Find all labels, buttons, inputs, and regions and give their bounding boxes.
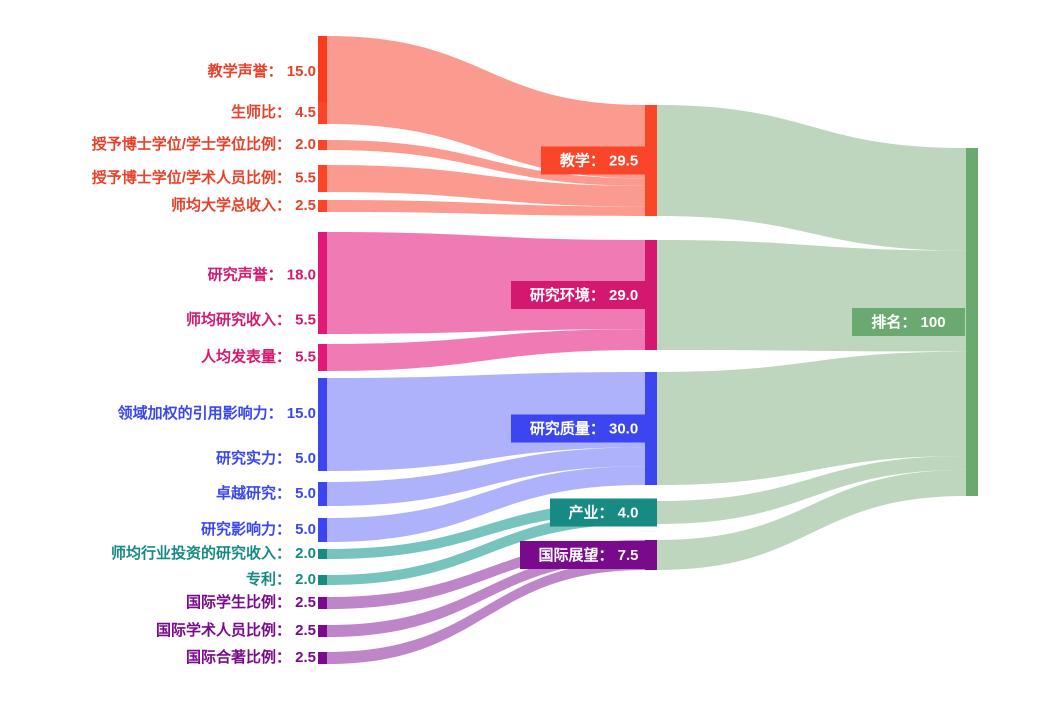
sankey-node-n2[interactable] — [318, 140, 327, 150]
sankey-link-n13-to-m3[interactable] — [327, 512, 645, 586]
sankey-link-m3-to-r0[interactable] — [657, 455, 966, 524]
final-node-label-box — [852, 308, 965, 336]
sankey-node-n9[interactable] — [318, 447, 327, 471]
sankey-node-n7[interactable] — [318, 344, 327, 371]
leaf-node-label-n5: 研究声誉： 18.0 — [208, 265, 316, 283]
sankey-link-m2-to-r0[interactable] — [657, 351, 966, 485]
leaf-node-label-n13: 专利： 2.0 — [246, 570, 316, 588]
stage-node-label-group-m2: 研究质量： 30.0 — [511, 414, 657, 443]
final-node-label-group: 排名： 100 — [852, 308, 965, 336]
sankey-node-n15[interactable] — [318, 625, 327, 637]
leaf-node-label-n7: 人均发表量： 5.5 — [201, 347, 316, 365]
sankey-node-n10[interactable] — [318, 482, 327, 506]
sankey-link-n7-to-m1[interactable] — [327, 329, 645, 371]
sankey-link-n3-to-m0[interactable] — [327, 165, 645, 207]
sankey-node-n5[interactable] — [318, 232, 327, 319]
stage-node-label-group-m0: 教学： 29.5 — [541, 146, 657, 175]
leaf-node-label-n15: 国际学术人员比例： 2.5 — [156, 621, 316, 639]
stage-node-label-m0: 教学： 29.5 — [559, 151, 638, 169]
leaf-node-label-n11: 研究影响力： 5.0 — [201, 520, 316, 538]
sankey-node-n16[interactable] — [318, 652, 327, 664]
leaf-node-label-n6: 师均研究收入： 5.5 — [186, 310, 316, 328]
stage-node-label-m2: 研究质量： 30.0 — [530, 419, 638, 437]
leaf-node-label-n0: 教学声誉： 15.0 — [207, 62, 316, 80]
sankey-link-n4-to-m0[interactable] — [327, 200, 645, 216]
sankey-link-n6-to-m1[interactable] — [327, 307, 645, 334]
sankey-node-n12[interactable] — [318, 549, 327, 559]
leaf-node-label-n1: 生师比： 4.5 — [231, 103, 316, 121]
stage-node-label-box-m3 — [550, 498, 657, 527]
stage-node-label-box-m1 — [511, 281, 657, 309]
sankey-node-n0[interactable] — [318, 36, 327, 108]
leaf-node-label-n4: 师均大学总收入： 2.5 — [171, 196, 316, 214]
sankey-node-n3[interactable] — [318, 165, 327, 192]
leaf-node-label-n12: 师均行业投资的研究收入： 2.0 — [111, 544, 316, 562]
sankey-link-n10-to-m2[interactable] — [327, 447, 645, 506]
stage-node-label-m4: 国际展望： 7.5 — [538, 546, 638, 564]
leaf-node-label-n16: 国际合著比例： 2.5 — [186, 648, 316, 666]
leaf-node-label-n14: 国际学生比例： 2.5 — [186, 593, 316, 611]
sankey-node-r0[interactable] — [966, 148, 978, 496]
sankey-node-n8[interactable] — [318, 378, 327, 450]
sankey-node-n13[interactable] — [318, 575, 327, 585]
leaf-node-label-n10: 卓越研究： 5.0 — [216, 484, 316, 502]
leaf-node-label-n9: 研究实力： 5.0 — [216, 449, 316, 467]
sankey-node-n4[interactable] — [318, 200, 327, 212]
sankey-link-n15-to-m4[interactable] — [327, 550, 645, 637]
sankey-link-m4-to-r0[interactable] — [657, 469, 966, 570]
stage-node-label-m3: 产业： 4.0 — [568, 503, 638, 521]
sankey-link-n16-to-m4[interactable] — [327, 560, 645, 664]
stage-node-label-box-m0 — [541, 146, 657, 175]
sankey-link-m0-to-r0[interactable] — [657, 105, 966, 251]
stage-node-label-group-m3: 产业： 4.0 — [550, 498, 657, 527]
stage-node-label-box-m2 — [511, 414, 657, 443]
sankey-labels-layer: 教学声誉： 15.0 生师比： 4.5 授予博士学位/学士学位比例： 2.0 授予博士… — [92, 62, 965, 666]
final-node-label: 排名： 100 — [871, 313, 945, 331]
sankey-node-n11[interactable] — [318, 518, 327, 542]
stage-node-label-group-m4: 国际展望： 7.5 — [520, 541, 657, 569]
leaf-node-label-n2: 授予博士学位/学士学位比例： 2.0 — [92, 135, 316, 153]
sankey-link-n0-to-m0[interactable] — [327, 36, 645, 162]
stage-node-label-group-m1: 研究环境： 29.0 — [511, 281, 657, 309]
sankey-link-n11-to-m2[interactable] — [327, 466, 645, 542]
leaf-node-label-n3: 授予博士学位/学术人员比例： 5.5 — [92, 168, 316, 186]
sankey-link-n14-to-m4[interactable] — [327, 540, 645, 609]
sankey-node-n6[interactable] — [318, 307, 327, 334]
leaf-node-label-n8: 领域加权的引用影响力： 15.0 — [117, 404, 316, 422]
sankey-node-n1[interactable] — [318, 102, 327, 124]
stage-node-label-m1: 研究环境： 29.0 — [530, 286, 638, 304]
sankey-node-n14[interactable] — [318, 597, 327, 609]
stage-node-label-box-m4 — [520, 541, 657, 569]
